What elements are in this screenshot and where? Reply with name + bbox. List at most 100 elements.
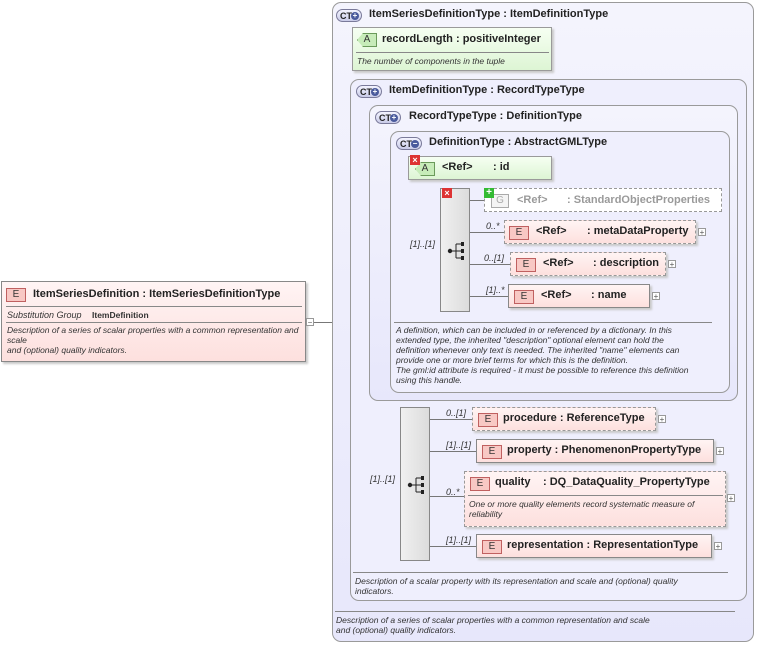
ct-name: RecordTypeType <box>409 110 497 122</box>
sequence-icon <box>447 242 464 260</box>
element-representation[interactable]: E representation : RepresentationType <box>476 534 712 558</box>
element-badge: E <box>509 226 529 240</box>
root-type: ItemSeriesDefinitionType <box>149 288 281 300</box>
group-badge: G <box>491 194 509 208</box>
attribute-name: : id <box>493 161 510 173</box>
sequence-cardinality: [1]..[1] <box>410 239 436 249</box>
ct-name: ItemSeriesDefinitionType <box>369 8 501 20</box>
element-badge: E <box>516 258 536 272</box>
group-name: : StandardObjectProperties <box>567 194 711 206</box>
ct-base: ItemDefinitionType <box>510 8 609 20</box>
ct-name: DefinitionType <box>429 136 505 148</box>
element-name: : description <box>593 257 660 269</box>
element-badge: E <box>482 445 502 459</box>
complex-type-badge: CT+ <box>336 9 362 22</box>
expand-toggle[interactable]: + <box>716 447 724 456</box>
element-cardinality: [1]..[1] <box>446 440 472 450</box>
element-badge: E <box>482 540 502 554</box>
connector <box>430 451 476 452</box>
complex-type-badge: CT+ <box>375 111 401 124</box>
ct-footer-description: Description of a scalar property with it… <box>355 576 678 596</box>
element-badge: E <box>470 477 490 491</box>
attribute-record-length[interactable]: A recordLength : positiveInteger The num… <box>352 27 552 71</box>
element-cardinality: 0..* <box>446 487 460 497</box>
element-ref: <Ref> <box>536 225 567 237</box>
ct-description: A definition, which can be included in o… <box>396 325 689 385</box>
divider <box>394 322 712 323</box>
ct-name: ItemDefinitionType <box>389 84 488 96</box>
element-label: representation : RepresentationType <box>507 539 699 551</box>
element-name-label: : name <box>591 289 627 301</box>
sequence-icon <box>407 476 424 494</box>
element-name[interactable]: E <Ref> : name <box>508 284 650 308</box>
element-description[interactable]: E <Ref> : description <box>510 252 666 276</box>
element-badge: E <box>478 413 498 427</box>
attribute-id[interactable]: A <Ref> : id <box>408 156 552 180</box>
element-badge: E <box>514 290 534 304</box>
attribute-label: recordLength : positiveInteger <box>382 33 541 45</box>
connector <box>430 419 472 420</box>
element-cardinality: [1]..* <box>486 285 505 295</box>
element-cardinality: 0..[1] <box>484 253 505 263</box>
expand-toggle[interactable]: + <box>698 228 706 237</box>
complex-type-badge: CT− <box>396 137 422 150</box>
complex-type-title: RecordTypeType : DefinitionType <box>409 110 582 122</box>
expand-toggle[interactable]: + <box>658 415 666 424</box>
element-ref: <Ref> <box>541 289 572 301</box>
connector <box>470 200 484 201</box>
element-label: property : PhenomenonPropertyType <box>507 444 702 456</box>
element-description: One or more quality elements record syst… <box>469 499 695 519</box>
root-element-name: ItemSeriesDefinition : ItemSeriesDefinit… <box>33 288 281 300</box>
root-description: Description of a series of scalar proper… <box>7 325 299 355</box>
connector <box>306 322 332 323</box>
collapse-toggle[interactable]: − <box>306 318 314 327</box>
attribute-description: The number of components in the tuple <box>357 56 505 66</box>
complex-type-badge: CT+ <box>356 85 382 98</box>
complex-type-title: DefinitionType : AbstractGMLType <box>429 136 608 148</box>
ct-base: RecordTypeType <box>496 84 585 96</box>
element-badge: E <box>6 288 26 302</box>
divider <box>353 572 728 573</box>
sequence-compositor[interactable] <box>400 407 430 561</box>
complex-type-title: ItemDefinitionType : RecordTypeType <box>389 84 585 96</box>
connector <box>470 232 504 233</box>
expand-toggle[interactable]: + <box>652 292 660 301</box>
group-ref: <Ref> <box>517 194 548 206</box>
divider <box>356 52 549 53</box>
element-name: : metaDataProperty <box>587 225 689 237</box>
attribute-type: positiveInteger <box>462 33 541 45</box>
element-cardinality: [1]..[1] <box>446 535 472 545</box>
element-property[interactable]: E property : PhenomenonPropertyType <box>476 439 714 463</box>
root-element-box[interactable]: E ItemSeriesDefinition : ItemSeriesDefin… <box>1 281 306 362</box>
attribute-badge: A <box>415 162 435 176</box>
divider <box>6 322 302 323</box>
attribute-badge: A <box>357 33 377 47</box>
expand-toggle[interactable]: + <box>714 542 722 551</box>
connector <box>430 546 476 547</box>
add-icon: + <box>484 188 494 198</box>
element-name: quality <box>495 476 531 488</box>
group-standard-object-properties[interactable]: G <Ref> : StandardObjectProperties <box>484 188 722 212</box>
element-procedure[interactable]: E procedure : ReferenceType <box>472 407 656 431</box>
element-type: : DQ_DataQuality_PropertyType <box>543 476 710 488</box>
sequence-cardinality: [1]..[1] <box>370 474 396 484</box>
divider <box>335 611 735 612</box>
complex-type-title: ItemSeriesDefinitionType : ItemDefinitio… <box>369 8 609 20</box>
ct-base: DefinitionType <box>506 110 582 122</box>
expand-toggle[interactable]: + <box>727 494 735 503</box>
divider <box>6 306 302 307</box>
prohibited-icon: × <box>410 155 420 165</box>
element-cardinality: 0..[1] <box>446 408 467 418</box>
ct-base: AbstractGMLType <box>513 136 608 148</box>
element-metadata-property[interactable]: E <Ref> : metaDataProperty <box>504 220 696 244</box>
prohibited-icon: × <box>442 188 452 198</box>
element-cardinality: 0..* <box>486 221 500 231</box>
root-name: ItemSeriesDefinition <box>33 288 140 300</box>
element-label: procedure : ReferenceType <box>503 412 645 424</box>
element-quality[interactable]: E quality : DQ_DataQuality_PropertyType … <box>464 471 726 527</box>
expand-toggle[interactable]: + <box>668 260 676 269</box>
sequence-compositor[interactable] <box>440 188 470 312</box>
divider <box>468 495 723 496</box>
connector <box>470 264 510 265</box>
attribute-name: recordLength <box>382 33 453 45</box>
